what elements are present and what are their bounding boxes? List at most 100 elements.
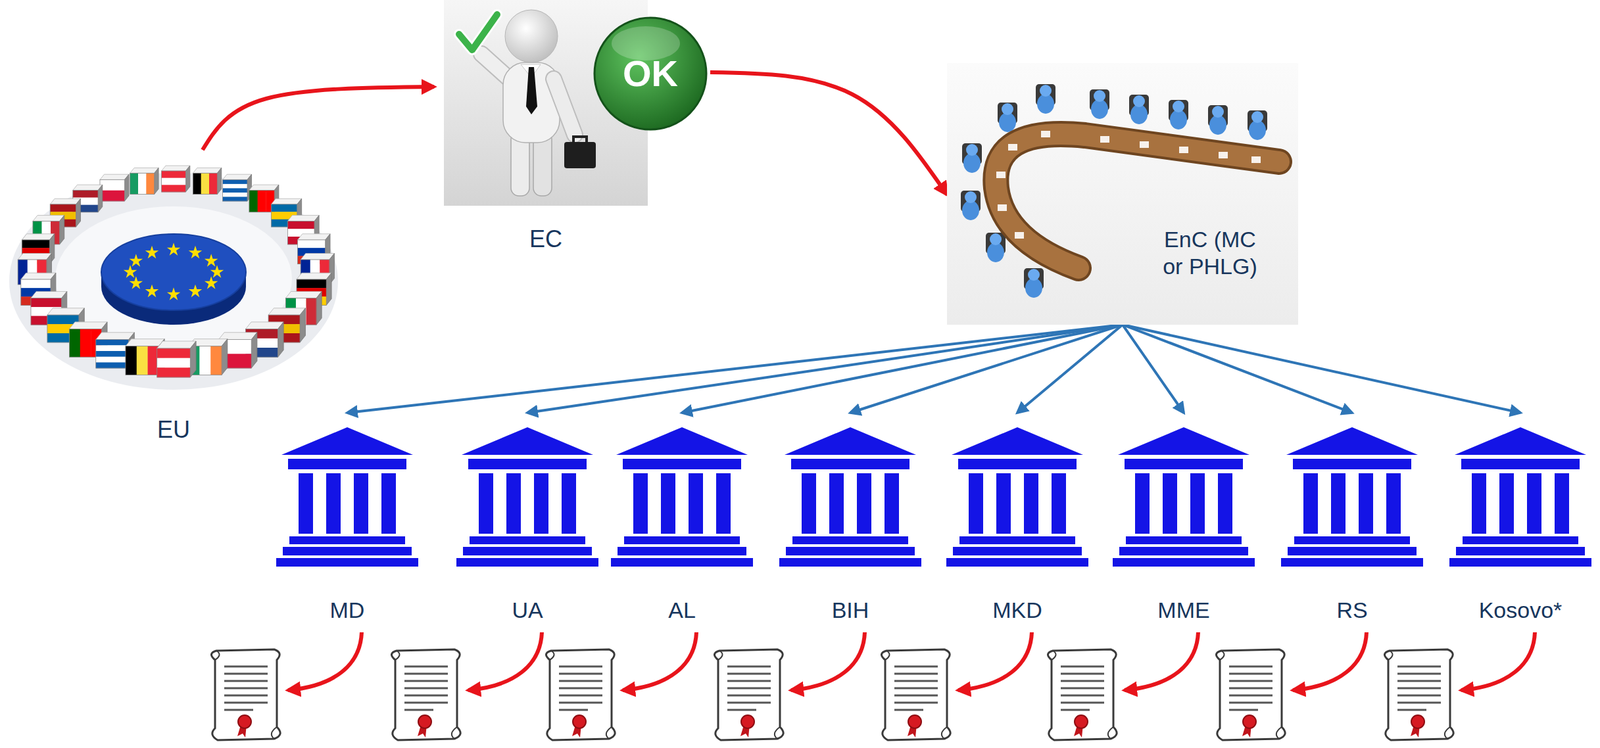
distribution-arrow — [681, 324, 1123, 413]
document-text-line — [558, 695, 603, 698]
node-label: MME — [1111, 597, 1257, 625]
cube-top — [296, 272, 332, 280]
person-body — [998, 112, 1017, 133]
certificate-document — [714, 649, 784, 741]
flag-stripe — [96, 339, 129, 346]
document-text-line — [1229, 695, 1273, 698]
document-text-line — [404, 680, 448, 683]
distribution-arrow — [850, 324, 1123, 413]
building-column — [1499, 473, 1514, 534]
cube-top — [72, 184, 103, 191]
person-body — [1090, 99, 1109, 120]
document-curl — [718, 651, 723, 661]
eu-star — [204, 253, 218, 267]
cube-top — [245, 322, 285, 330]
node-label: MKD — [945, 597, 1090, 625]
flag-stripe — [125, 346, 137, 376]
flag-stripe — [222, 188, 248, 193]
document-text-line — [1229, 709, 1259, 712]
figure-arm — [481, 53, 508, 78]
building-step — [1119, 547, 1249, 556]
person-body — [1130, 104, 1148, 125]
cube-side — [97, 184, 103, 213]
briefcase — [564, 142, 596, 169]
node-label: BIH — [777, 597, 923, 625]
flag-cube — [157, 341, 196, 378]
flag-stripe — [305, 298, 317, 326]
ec-approval-node: EC — [434, 0, 711, 258]
cube-top — [300, 253, 335, 261]
distribution-arrow — [527, 324, 1123, 413]
document-text-line — [727, 695, 771, 698]
building-column — [353, 473, 369, 534]
flag-stripe — [210, 346, 222, 376]
document-text-line — [558, 702, 603, 705]
cube-side — [251, 332, 258, 369]
person-head — [966, 144, 978, 156]
document-sheet — [714, 649, 784, 741]
node-label: EU — [5, 415, 342, 444]
label-slot: OK — [610, 51, 690, 96]
cube-top — [268, 308, 306, 316]
node-label: UA — [455, 597, 600, 625]
issue-arrow — [288, 632, 362, 691]
flag-stripe — [222, 184, 248, 189]
flag-stripe — [30, 298, 62, 308]
flag-stripe — [49, 204, 76, 213]
building-column — [326, 473, 341, 534]
building-entablature — [622, 459, 742, 470]
building-column — [996, 473, 1011, 534]
bank-illustration — [455, 412, 600, 628]
person-head — [1001, 103, 1014, 116]
document-curl — [1276, 727, 1282, 740]
distribution-arrow — [1122, 324, 1521, 413]
node-text-slot: UA — [455, 597, 600, 625]
table-paper — [1041, 130, 1051, 138]
flag-stripe — [96, 362, 129, 369]
building-entablature — [958, 459, 1077, 470]
building-entablature — [288, 459, 407, 470]
building-step — [952, 547, 1082, 556]
building-column — [1023, 473, 1039, 534]
party-institution-node: AL — [609, 412, 755, 628]
building-step — [1281, 558, 1424, 567]
cube-top — [69, 322, 108, 330]
person-head — [1133, 95, 1145, 108]
building-base — [624, 536, 740, 545]
document-text-line — [894, 666, 938, 669]
institution-building — [276, 427, 419, 567]
document-text-line — [558, 709, 588, 712]
check-mark — [459, 14, 498, 50]
document-curl — [1219, 651, 1225, 661]
building-column — [968, 473, 984, 534]
table-paper — [997, 204, 1007, 212]
cube-top — [21, 234, 54, 241]
party-institution-node: MKD — [945, 412, 1090, 628]
building-column — [561, 473, 577, 534]
flag-stripe — [192, 172, 202, 194]
building-base — [289, 536, 406, 545]
document-text-line — [1229, 687, 1273, 690]
flag-stripe — [161, 184, 187, 193]
building-column — [716, 473, 731, 534]
issue-arrow — [622, 632, 697, 691]
building-column — [801, 473, 817, 534]
eu-star — [123, 265, 137, 278]
building-column — [381, 473, 396, 534]
building-column — [856, 473, 872, 534]
institution-building — [610, 427, 753, 567]
document-seal — [1242, 715, 1257, 729]
document-text-line — [404, 673, 448, 676]
building-pediment — [951, 427, 1084, 456]
eu-star — [129, 253, 143, 267]
flag-stripe — [69, 329, 81, 358]
building-column — [1162, 473, 1178, 534]
document-curl — [941, 727, 947, 740]
bank-illustration — [609, 412, 755, 628]
cube-outline — [99, 179, 125, 202]
issue-arrow — [1461, 632, 1535, 691]
cube-top — [157, 341, 196, 349]
document-seal — [572, 715, 586, 729]
bank-illustration — [945, 412, 1090, 628]
